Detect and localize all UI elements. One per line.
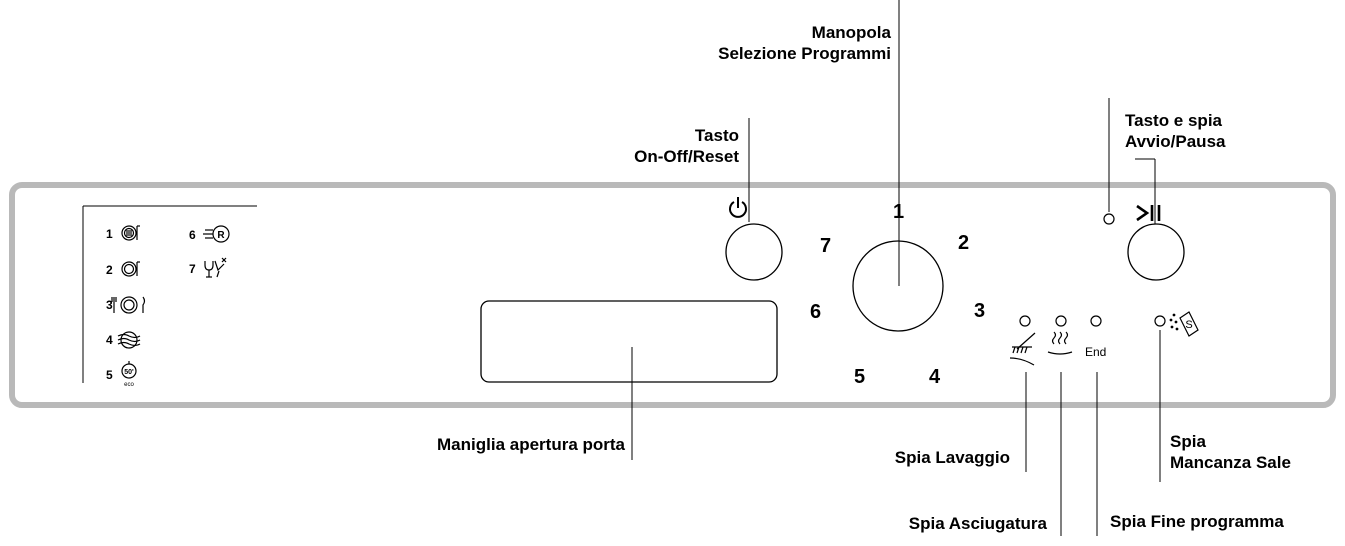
svg-text:S: S [1185, 319, 1192, 331]
dial-number-4: 4 [929, 366, 941, 388]
svg-text:eco: eco [124, 382, 134, 388]
program-number-3: 3 [106, 298, 113, 312]
svg-text:50': 50' [124, 369, 134, 376]
program-number-5: 5 [106, 368, 113, 382]
program-number-4: 4 [106, 333, 113, 347]
start-pause-indicator-light [1103, 213, 1115, 225]
program-number-1: 1 [106, 227, 113, 241]
dial-number-3: 3 [974, 300, 986, 322]
power-icon [729, 197, 747, 218]
play-pause-icon [1136, 204, 1161, 222]
wash-icon [1009, 332, 1036, 366]
wash-indicator-light [1019, 315, 1031, 327]
end-label: End [1085, 345, 1107, 359]
program-number-7: 7 [189, 262, 196, 276]
callout-start-pause: Tasto e spia Avvio/Pausa [1125, 111, 1226, 151]
callout-door-handle: Maniglia apertura porta [437, 435, 625, 454]
plate-cutlery-icon [111, 296, 146, 314]
callout-program-selector: Manopola Selezione Programmi [718, 23, 891, 63]
program-selector-dial[interactable] [852, 240, 944, 332]
salt-indicator-light [1154, 315, 1166, 327]
control-panel-outline [9, 182, 1336, 408]
rapid-icon: R [203, 225, 230, 243]
salt-icon: S [1169, 311, 1199, 337]
glasses-icon [204, 257, 227, 278]
start-pause-button[interactable] [1127, 223, 1185, 281]
pot-icon [121, 261, 140, 277]
door-handle[interactable] [480, 300, 778, 383]
pot-heavy-icon [121, 225, 140, 241]
dial-number-1: 1 [893, 201, 905, 223]
callout-end-light: Spia Fine programma [1110, 512, 1284, 531]
svg-text:R: R [217, 230, 225, 241]
dial-number-7: 7 [820, 235, 832, 257]
dial-number-2: 2 [958, 232, 970, 254]
dial-number-5: 5 [854, 366, 866, 388]
callout-dry-light: Spia Asciugatura [908, 514, 1047, 533]
dry-icon [1047, 331, 1073, 355]
on-off-reset-button[interactable] [725, 223, 783, 281]
program-number-2: 2 [106, 263, 113, 277]
end-indicator-light [1090, 315, 1102, 327]
callout-on-off-reset: Tasto On-Off/Reset [634, 126, 739, 166]
dial-number-6: 6 [810, 301, 822, 323]
eco-50-icon: 50' eco [121, 361, 137, 388]
callout-salt-light: Spia Mancanza Sale [1170, 432, 1291, 472]
rinse-icon [117, 331, 141, 349]
dry-indicator-light [1055, 315, 1067, 327]
callout-wash-light: Spia Lavaggio [894, 448, 1010, 467]
program-number-6: 6 [189, 228, 196, 242]
